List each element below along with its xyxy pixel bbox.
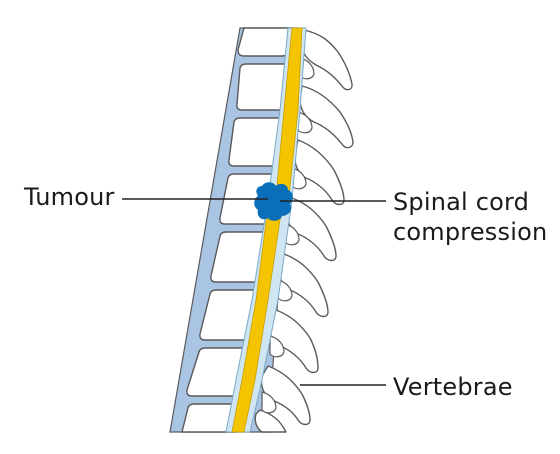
spinous-process	[302, 30, 352, 90]
spinous-process	[255, 410, 286, 432]
spinal-cord-compression-label-line1: Spinal cord	[393, 187, 529, 217]
spinal-cord-compression-label-line2: compression	[393, 217, 547, 247]
spinous-process	[295, 140, 344, 205]
spinous-process	[300, 86, 353, 148]
vertebral-body	[238, 28, 292, 56]
tumour-label: Tumour	[24, 182, 115, 212]
vertebrae-label: Vertebrae	[393, 372, 513, 402]
